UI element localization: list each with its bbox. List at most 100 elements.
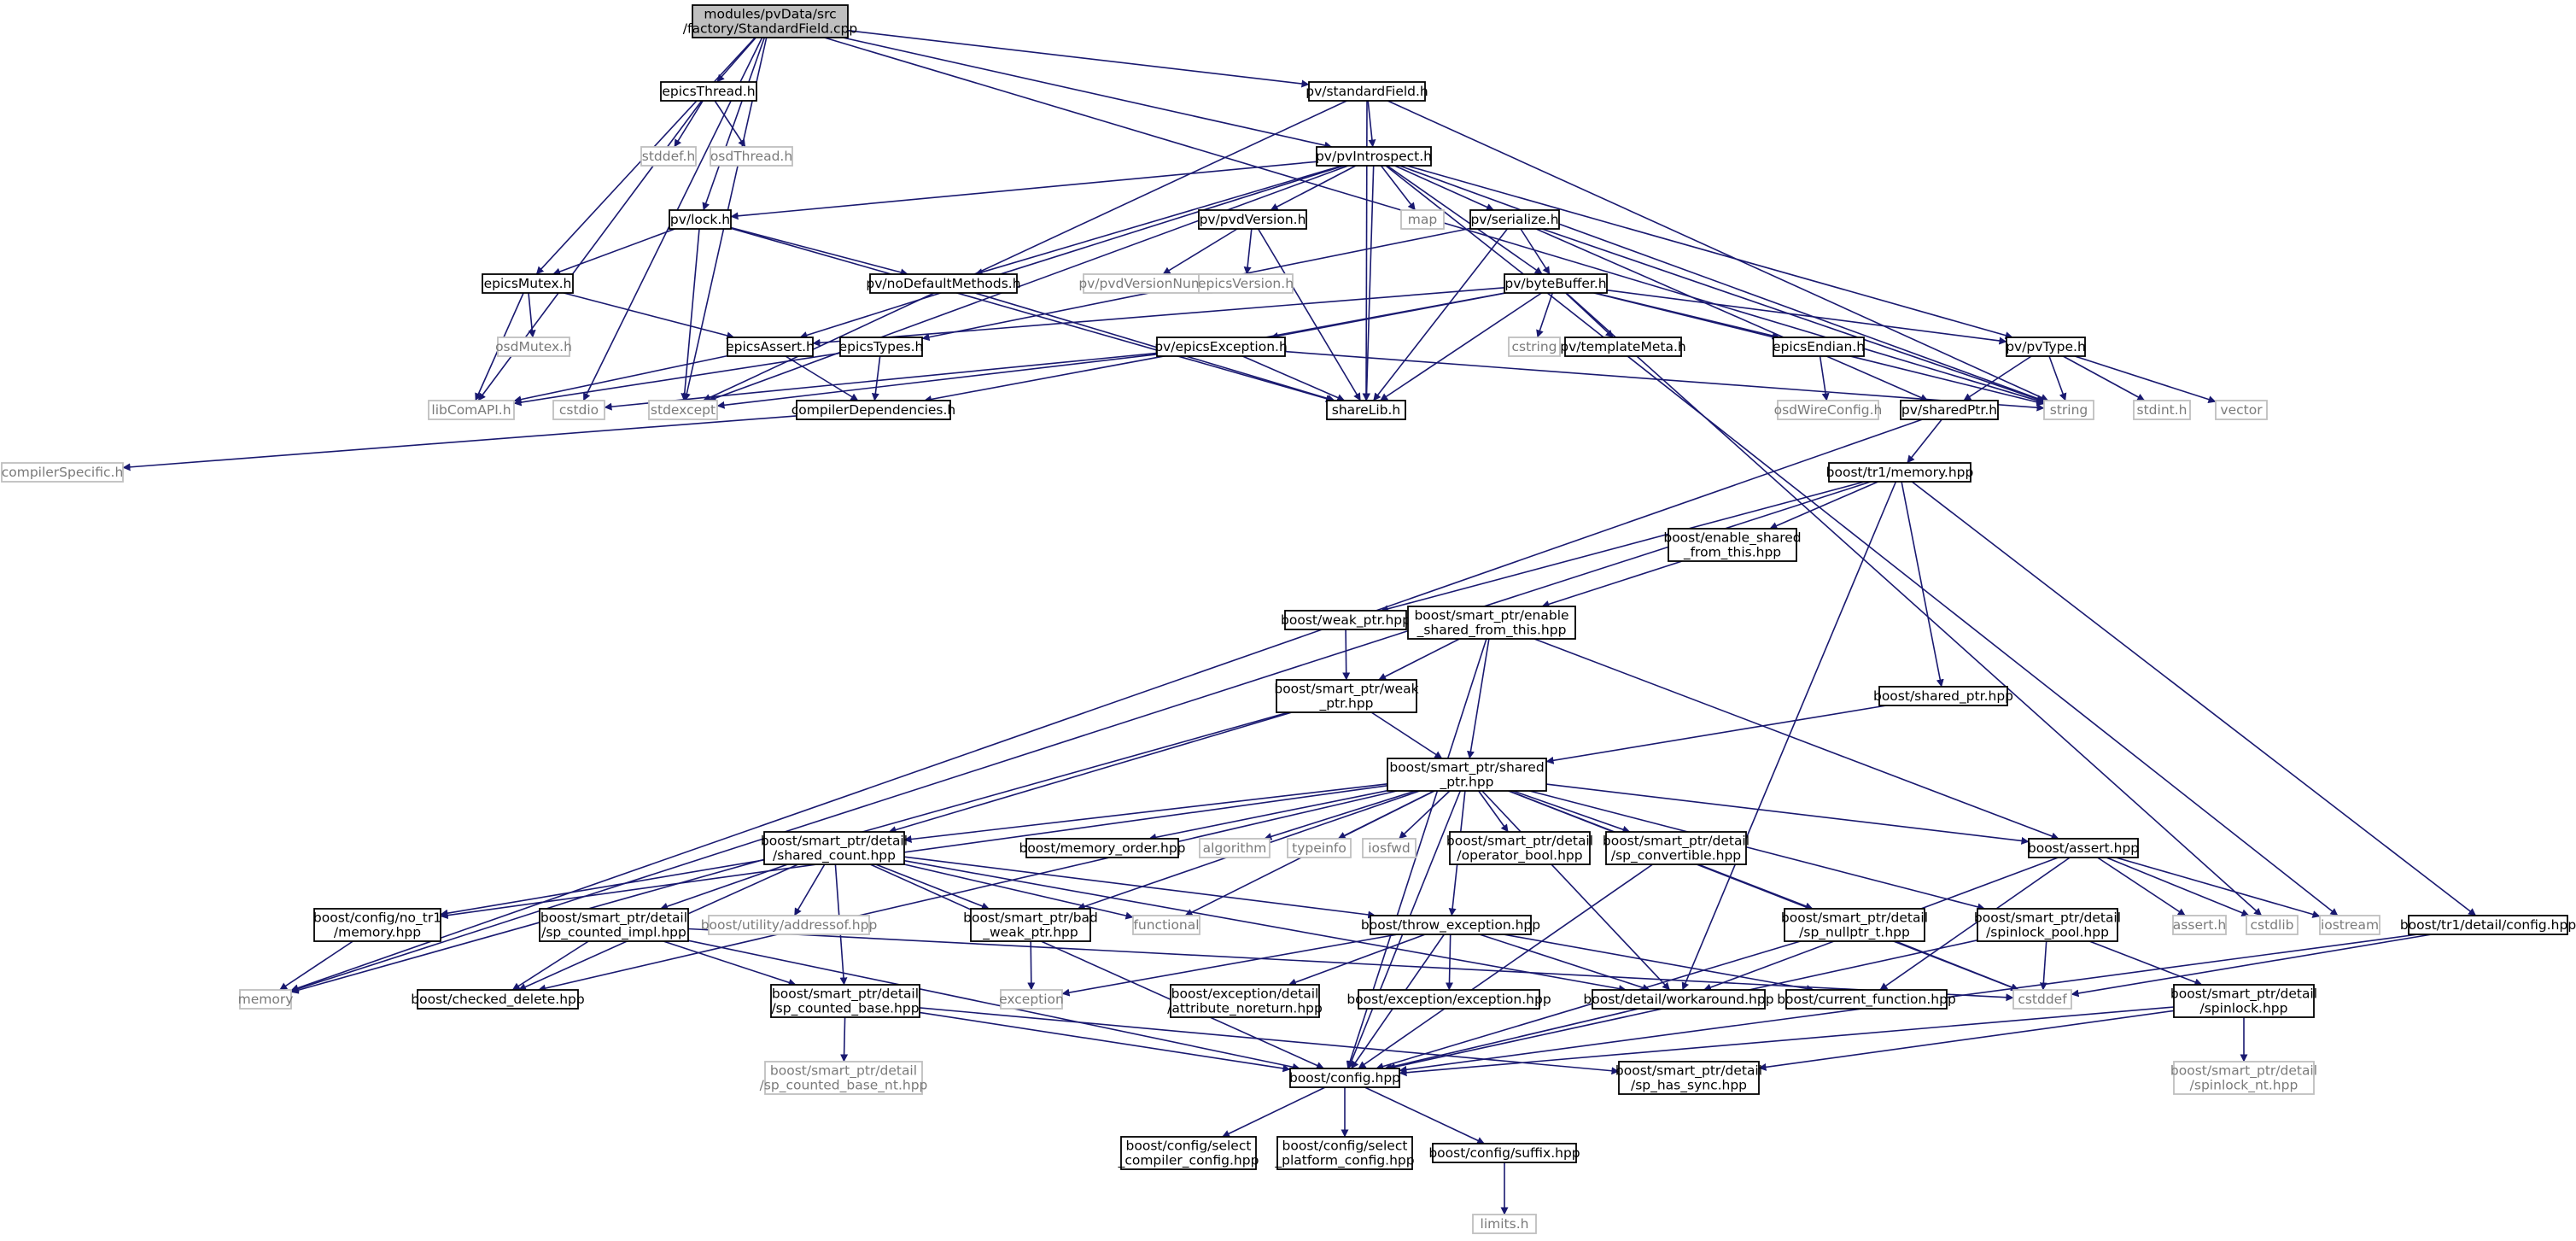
node-box [1132, 915, 1200, 935]
edge-sharedCount-to-spCountedImpl [660, 863, 788, 910]
node-box [1469, 209, 1560, 230]
node-boostConfig[interactable]: boost/config.hpp [1289, 1068, 1400, 1088]
node-currentFunction[interactable]: boost/current_function.hpp [1777, 989, 1956, 1010]
node-tr1memory[interactable]: boost/tr1/memory.hpp [1826, 462, 1974, 483]
node-spinlockPool[interactable]: boost/smart_ptr/detail/spinlock_pool.hpp [1974, 908, 2121, 942]
edge-spCountedImpl-to-cstddef [687, 928, 2014, 1002]
node-spHasSync[interactable]: boost/smart_ptr/detail/sp_has_sync.hpp [1615, 1061, 1762, 1095]
edge-tr1DetailConfig-to-cstddef [2071, 934, 2433, 998]
node-noTr1Memory[interactable]: boost/config/no_tr1/memory.hpp [313, 908, 441, 942]
edge-pvType-to-sharedPtr [1963, 355, 2032, 401]
edge-pvIntrospect-to-pvType [1406, 165, 2013, 339]
edge-sharedPtr-to-memory [290, 419, 1923, 992]
edge-pvdVersion-to-pvdVersionNum [1162, 228, 1238, 275]
node-tr1DetailConfig[interactable]: boost/tr1/detail/config.hpp [2400, 915, 2576, 935]
node-compilerDependencies[interactable]: compilerDependencies.h [791, 400, 956, 420]
node-epicsAssert[interactable]: epicsAssert.h [726, 337, 815, 357]
node-spEnableShared[interactable]: boost/smart_ptr/enable_shared_from_this.… [1407, 606, 1576, 640]
edge-pvType-to-vector [2074, 355, 2217, 403]
node-label: boost/smart_ptr/detail [1446, 834, 1593, 850]
node-label: iosfwd [1368, 840, 1411, 856]
node-spCountedBase[interactable]: boost/smart_ptr/detail/sp_counted_base.h… [770, 984, 920, 1018]
edge-throwException-to-exceptionHpp [1445, 934, 1453, 991]
node-operatorBool[interactable]: boost/smart_ptr/detail/operator_bool.hpp [1446, 831, 1593, 865]
edge-spEnableShared-to-boostAssert [1533, 638, 2059, 840]
node-sharedPtrHpp[interactable]: boost/shared_ptr.hpp [1873, 686, 2013, 706]
node-box [1025, 838, 1179, 858]
edge-boostAssert-to-cstdlib [2106, 857, 2250, 916]
node-pvdVersion[interactable]: pv/pvdVersion.h [1198, 209, 1307, 230]
node-spinlock[interactable]: boost/smart_ptr/detail/spinlock.hpp [2170, 984, 2317, 1018]
edge-spCountedBase-to-boostConfig [919, 1011, 1291, 1073]
node-workaround[interactable]: boost/detail/workaround.hpp [1583, 989, 1774, 1010]
node-selectCompiler[interactable]: boost/config/select_compiler_config.hpp [1118, 1136, 1259, 1170]
node-epicsEndian[interactable]: epicsEndian.h [1773, 337, 1865, 357]
node-memoryOrder[interactable]: boost/memory_order.hpp [1019, 838, 1186, 858]
node-label: pv/pvIntrospect.h [1316, 149, 1432, 164]
node-spCountedImpl[interactable]: boost/smart_ptr/detail/sp_counted_impl.h… [539, 908, 689, 942]
node-shareLib[interactable]: shareLib.h [1326, 400, 1406, 420]
node-label: string [2050, 402, 2088, 418]
node-box [1878, 686, 2008, 706]
node-epicsTypes[interactable]: epicsTypes.h [839, 337, 924, 357]
node-epicsException[interactable]: pv/epicsException.h [1154, 337, 1288, 357]
node-standardField[interactable]: pv/standardField.h [1306, 81, 1428, 102]
node-weakPtr[interactable]: boost/weak_ptr.hpp [1281, 610, 1411, 630]
edge-workaround-to-boostConfig [1384, 1008, 1639, 1071]
node-label: pv/lock.h [670, 212, 730, 227]
node-label: pv/serialize.h [1470, 212, 1558, 227]
node-label: /spinlock_nt.hpp [2190, 1078, 2299, 1094]
node-spWeakPtr[interactable]: boost/smart_ptr/weak_ptr.hpp [1274, 679, 1419, 713]
node-exceptionHpp[interactable]: boost/exception/exception.hpp [1346, 989, 1551, 1010]
node-epicsMutex[interactable]: epicsMutex.h [482, 273, 574, 294]
node-label: pv/sharedPtr.h [1901, 402, 1997, 418]
node-enableShared[interactable]: boost/enable_shared_from_this.hpp [1663, 528, 1802, 562]
edge-byteBuffer-to-pvType [1606, 289, 2007, 345]
node-spSharedPtr[interactable]: boost/smart_ptr/shared_ptr.hpp [1387, 758, 1547, 792]
node-label: libComAPI.h [431, 402, 511, 418]
node-byteBuffer[interactable]: pv/byteBuffer.h [1504, 273, 1608, 294]
node-pvType[interactable]: pv/pvType.h [2006, 337, 2086, 357]
node-lock[interactable]: pv/lock.h [669, 209, 732, 230]
node-label: /sp_counted_base_nt.hpp [760, 1078, 928, 1094]
node-root[interactable]: modules/pvData/src/factory/StandardField… [683, 4, 857, 38]
edge-standardField-to-pvIntrospect [1367, 100, 1376, 148]
node-sharedPtr[interactable]: pv/sharedPtr.h [1900, 400, 1999, 420]
node-noDefaultMethods[interactable]: pv/noDefaultMethods.h [866, 273, 1021, 294]
node-box [1828, 462, 1971, 483]
node-pvIntrospect[interactable]: pv/pvIntrospect.h [1316, 146, 1432, 167]
edge-spCountedImpl-to-spCountedBase [663, 940, 797, 986]
edge-epicsException-to-cstdio [604, 352, 1158, 411]
node-label: boost/smart_ptr/detail [772, 986, 919, 1003]
node-suffix[interactable]: boost/config/suffix.hpp [1428, 1143, 1580, 1163]
node-box [2012, 989, 2072, 1010]
edge-pvdVersion-to-epicsVersion [1243, 228, 1253, 275]
edge-lock-to-shareLib [730, 227, 1334, 402]
edge-spCountedImpl-to-boostConfig [687, 940, 1300, 1071]
edge-root-to-epicsThread [716, 37, 756, 83]
node-osdThread: osdThread.h [710, 146, 793, 167]
node-checkedDelete[interactable]: boost/checked_delete.hpp [411, 989, 585, 1010]
node-templateMeta[interactable]: pv/templateMeta.h [1560, 337, 1686, 357]
node-box [552, 400, 605, 420]
node-assertH: assert.h [2172, 915, 2227, 935]
node-iostream: iostream [2319, 915, 2380, 935]
node-spNullptr[interactable]: boost/smart_ptr/detail/sp_nullptr_t.hpp [1781, 908, 1928, 942]
node-badWeakPtr[interactable]: boost/smart_ptr/bad_weak_ptr.hpp [963, 908, 1098, 942]
node-label: stddef.h [642, 149, 695, 164]
node-boostAssert[interactable]: boost/assert.hpp [2028, 838, 2139, 858]
node-label: epicsMutex.h [484, 276, 572, 291]
node-sharedCount[interactable]: boost/smart_ptr/detail/shared_count.hpp [761, 831, 908, 865]
edge-tr1memory-to-enableShared [1769, 481, 1878, 530]
node-serialize[interactable]: pv/serialize.h [1469, 209, 1560, 230]
node-throwException[interactable]: boost/throw_exception.hpp [1361, 915, 1540, 935]
node-epicsThread[interactable]: epicsThread.h [660, 81, 757, 102]
node-box [1668, 528, 1797, 562]
edge-boostConfig-to-suffix [1364, 1086, 1486, 1144]
edge-pvdVersion-to-shareLib [1257, 228, 1362, 401]
node-spConvertible[interactable]: boost/smart_ptr/detail/sp_convertible.hp… [1603, 831, 1749, 865]
node-cstdio: cstdio [552, 400, 605, 420]
node-attrNoreturn[interactable]: boost/exception/detail/attribute_noretur… [1167, 984, 1323, 1018]
edge-spSharedPtr-to-boostAssert [1545, 783, 2030, 845]
node-selectPlatform[interactable]: boost/config/select_platform_config.hpp [1274, 1136, 1415, 1170]
